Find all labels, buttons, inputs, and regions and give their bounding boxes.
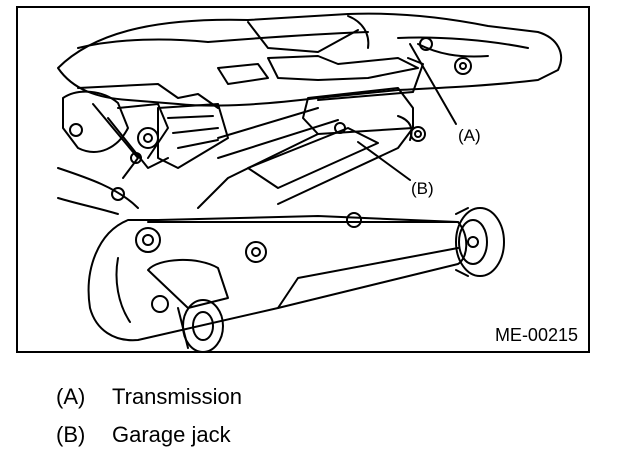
jack-lift-arm <box>197 87 426 209</box>
callout-a-label: (A) <box>458 126 481 145</box>
figure-frame: (A) (B) ME-00215 <box>16 6 590 353</box>
callout-b-label: (B) <box>411 179 434 198</box>
left-components <box>57 83 229 215</box>
callout-a-leader <box>409 43 457 125</box>
legend-key: (B) <box>56 422 86 447</box>
legend-label: Transmission <box>112 384 242 409</box>
legend-label: Garage jack <box>112 422 231 447</box>
legend-item-garage-jack: (B) Garage jack <box>56 424 231 446</box>
callout-b-leader <box>357 141 411 181</box>
legend-key: (A) <box>56 384 86 409</box>
legend-item-transmission: (A) Transmission <box>56 386 242 408</box>
transmission-body <box>57 12 563 107</box>
line-drawing <box>57 12 563 351</box>
figure-id: ME-00215 <box>490 326 578 344</box>
jack-frame <box>87 207 505 351</box>
